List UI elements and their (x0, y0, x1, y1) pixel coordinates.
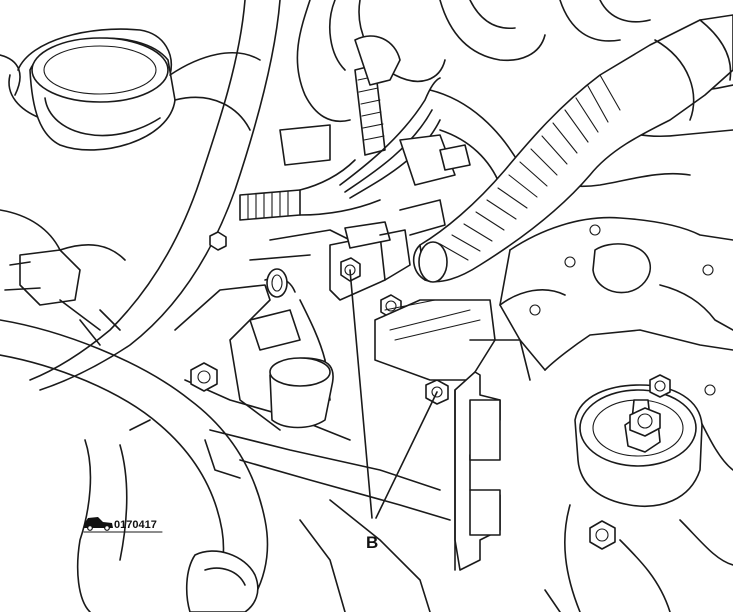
mount-bracket (374, 299, 531, 381)
engine-mount (544, 374, 703, 612)
car-icon (84, 517, 113, 531)
bolt-4 (190, 362, 218, 392)
callout-label-b: B (366, 533, 378, 552)
coolant-hose-lower (0, 319, 269, 612)
braided-hose (412, 14, 733, 283)
bolt-5 (209, 231, 227, 251)
left-bracket (0, 209, 126, 331)
bolts (190, 231, 449, 405)
callout-leader-lines (349, 269, 438, 519)
coolant-hose-left (29, 0, 281, 391)
engine-mount-plate (499, 216, 733, 566)
wire-harness (239, 35, 471, 221)
tab-bracket (454, 371, 501, 571)
mount-nut-bottom (589, 520, 616, 550)
reference-code: 0170417 (114, 519, 157, 531)
reference-stamp: 0170417 (83, 517, 163, 533)
mount-nut-top (649, 374, 671, 398)
lower-structure (76, 419, 431, 612)
reservoir-cap (8, 28, 176, 151)
rubber-block (269, 357, 334, 429)
